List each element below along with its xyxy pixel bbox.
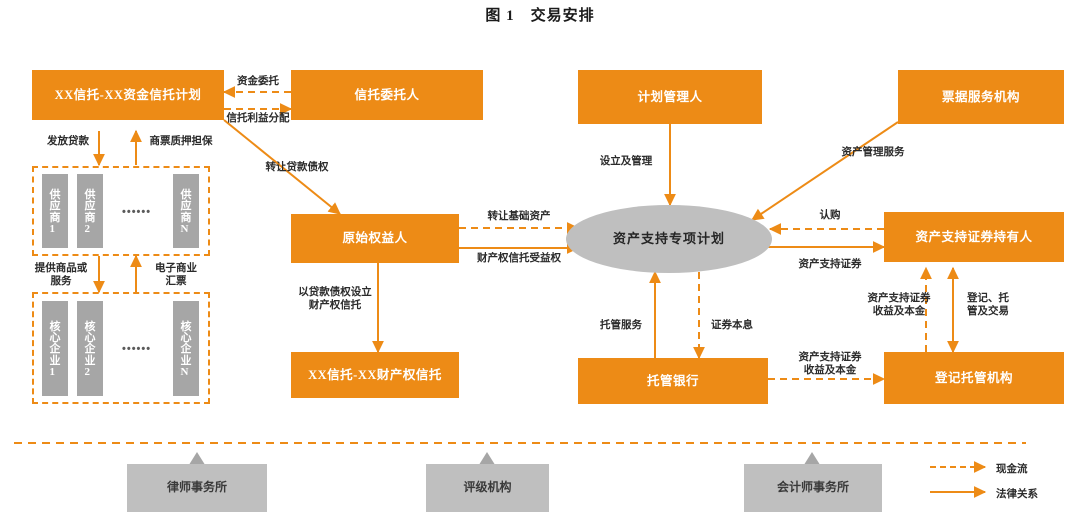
node-abs-holder[interactable]: 资产支持证券持有人 — [884, 212, 1064, 262]
node-trustor[interactable]: 信托委托人 — [291, 70, 483, 120]
label-custody-service: 托管服务 — [600, 320, 642, 331]
node-plan-manager[interactable]: 计划管理人 — [578, 70, 762, 124]
label-abs-income-principal-holder: 资产支持证券 收益及本金 — [867, 293, 931, 318]
legend-label-cash-flow: 现金流 — [996, 464, 1028, 475]
legend-label-legal-relation: 法律关系 — [996, 489, 1038, 500]
label-abs-income-principal-bank: 资产支持证券 收益及本金 — [798, 352, 862, 377]
label-establish-and-manage: 设立及管理 — [599, 156, 653, 167]
figure-title: 图 1 交易安排 — [485, 8, 595, 24]
group-core-enterprises — [32, 292, 210, 404]
label-securities-principal-interest: 证券本息 — [711, 320, 753, 331]
label-property-trust-beneficial-right: 财产权信托受益权 — [477, 253, 561, 264]
label-provide-goods-services: 提供商品或 服务 — [34, 263, 88, 288]
label-asset-backed-securities: 资产支持证券 — [798, 259, 862, 270]
legend-arrows — [930, 461, 987, 498]
edge-asset-mgmt-service — [751, 121, 899, 221]
node-fund-trust-plan[interactable]: XX信托-XX资金信托计划 — [32, 70, 224, 120]
node-property-right-trust[interactable]: XX信托-XX财产权信托 — [291, 352, 459, 398]
label-trust-benefit-distribution: 信托利益分配 — [226, 113, 290, 124]
label-asset-management-service: 资产管理服务 — [841, 147, 905, 158]
label-transfer-loan-claim: 转让贷款债权 — [265, 162, 329, 173]
label-electronic-commercial-draft: 电子商业 汇票 — [155, 263, 197, 288]
node-custodian-bank[interactable]: 托管银行 — [578, 358, 768, 404]
label-bill-pledge-guarantee: 商票质押担保 — [149, 136, 213, 147]
node-originator[interactable]: 原始权益人 — [291, 214, 459, 263]
label-registration-custody-trading: 登记、托 管及交易 — [967, 293, 1009, 318]
label-subscription: 认购 — [819, 210, 841, 221]
node-special-plan[interactable]: 资产支持专项计划 — [566, 205, 772, 273]
node-registration-custody-agency[interactable]: 登记托管机构 — [884, 352, 1064, 404]
ellipsis-core-enterprises: •••••• — [122, 343, 152, 355]
node-rating-agency[interactable]: 评级机构 — [426, 464, 549, 512]
label-establish-property-trust: 以贷款债权设立 财产权信托 — [298, 287, 372, 312]
node-law-firm[interactable]: 律师事务所 — [127, 464, 267, 512]
label-transfer-underlying-asset: 转让基础资产 — [487, 211, 551, 222]
ellipsis-suppliers: •••••• — [122, 206, 152, 218]
node-bill-service-agency[interactable]: 票据服务机构 — [898, 70, 1064, 124]
label-issue-loan: 发放贷款 — [47, 136, 89, 147]
node-accounting-firm[interactable]: 会计师事务所 — [744, 464, 882, 512]
label-fund-entrust: 资金委托 — [237, 76, 279, 87]
group-suppliers — [32, 166, 210, 256]
